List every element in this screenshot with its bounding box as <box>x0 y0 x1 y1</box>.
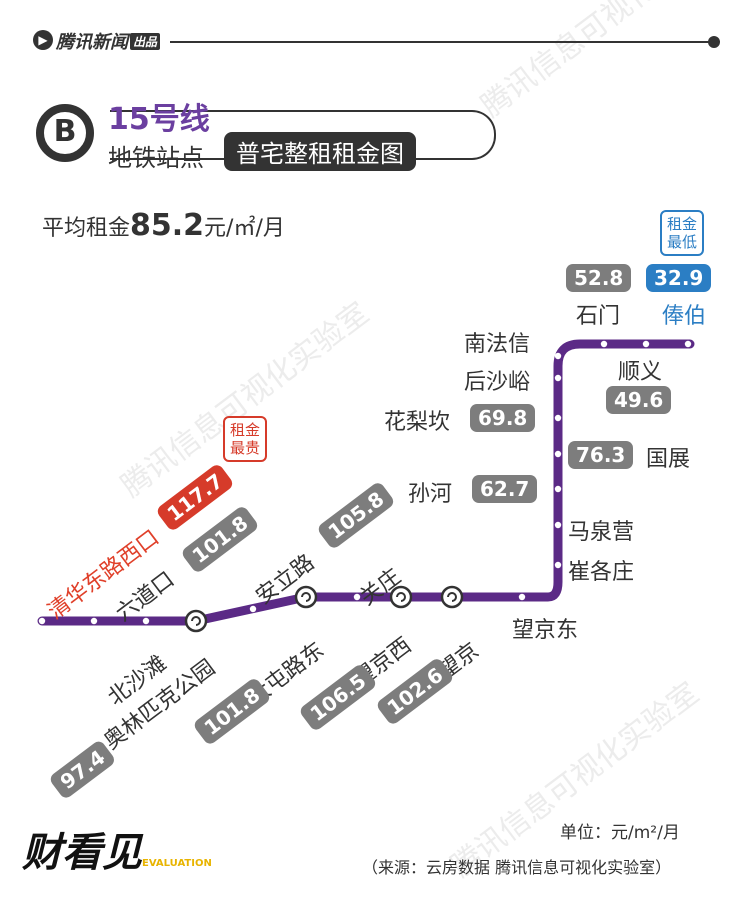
transfer-icon <box>447 592 457 602</box>
brand-tag: 出品 <box>130 33 161 50</box>
rent-badge: 62.7 <box>472 475 538 503</box>
station-dot <box>353 593 361 601</box>
station-dot <box>554 561 562 569</box>
title-subtitle: 地铁站点 <box>108 144 204 172</box>
transfer-icon <box>301 592 311 602</box>
station-label: 石门 <box>576 304 621 329</box>
header-rule <box>170 41 710 43</box>
station-label: 马泉营 <box>568 520 635 545</box>
highest-rent-tag: 租金最贵 <box>223 416 267 462</box>
average-rent: 平均租金85.2元/㎡/月 <box>42 208 285 243</box>
station-dot <box>684 340 692 348</box>
lowest-rent-tag: 租金最低 <box>660 210 704 256</box>
station-label: 国展 <box>646 447 691 472</box>
station-dot <box>600 340 608 348</box>
brand: 腾讯新闻出品 <box>56 28 161 54</box>
station-dot <box>554 485 562 493</box>
station-dot <box>249 605 257 613</box>
source-note: （来源：云房数据 腾讯信息可视化实验室） <box>362 858 672 877</box>
station-label: 花梨坎 <box>384 410 451 435</box>
transfer-station-marker <box>440 585 464 609</box>
header-rule-dot <box>708 36 720 48</box>
station-label: 望京东 <box>512 618 579 643</box>
transfer-icon <box>396 592 406 602</box>
transfer-icon <box>191 616 201 626</box>
footer-logo: 财看见EVALUATION <box>22 830 212 876</box>
station-label: 俸伯 <box>662 304 707 329</box>
station-dot <box>642 340 650 348</box>
rent-badge: 76.3 <box>568 441 634 469</box>
transfer-station-marker <box>184 609 208 633</box>
subway-logo-icon: B <box>36 104 94 162</box>
line-title: 15号线 <box>108 102 210 137</box>
station-label: 顺义 <box>618 360 663 385</box>
rent-badge: 52.8 <box>566 264 632 292</box>
station-dot <box>554 450 562 458</box>
average-rent-value: 85.2 <box>130 208 205 243</box>
station-label: 南法信 <box>464 332 531 357</box>
station-label: 崔各庄 <box>568 560 635 585</box>
unit-note: 单位：元/m²/月 <box>560 823 680 843</box>
station-dot <box>554 352 562 360</box>
station-dot <box>90 617 98 625</box>
rent-badge: 32.9 <box>646 264 712 292</box>
transfer-station-marker <box>389 585 413 609</box>
station-dot <box>518 593 526 601</box>
transfer-station-marker <box>294 585 318 609</box>
station-label: 孙河 <box>408 482 453 507</box>
line-15-track <box>37 339 695 626</box>
station-label: 后沙峪 <box>464 370 531 395</box>
title-highlight: 普宅整租租金图 <box>224 132 416 171</box>
station-dot <box>38 617 46 625</box>
station-dot <box>554 414 562 422</box>
station-dot <box>554 521 562 529</box>
station-dot <box>142 617 150 625</box>
rent-badge: 49.6 <box>606 386 672 414</box>
rent-badge: 69.8 <box>470 404 536 432</box>
station-dot <box>554 374 562 382</box>
brand-logo-icon: ▶ <box>33 30 53 50</box>
